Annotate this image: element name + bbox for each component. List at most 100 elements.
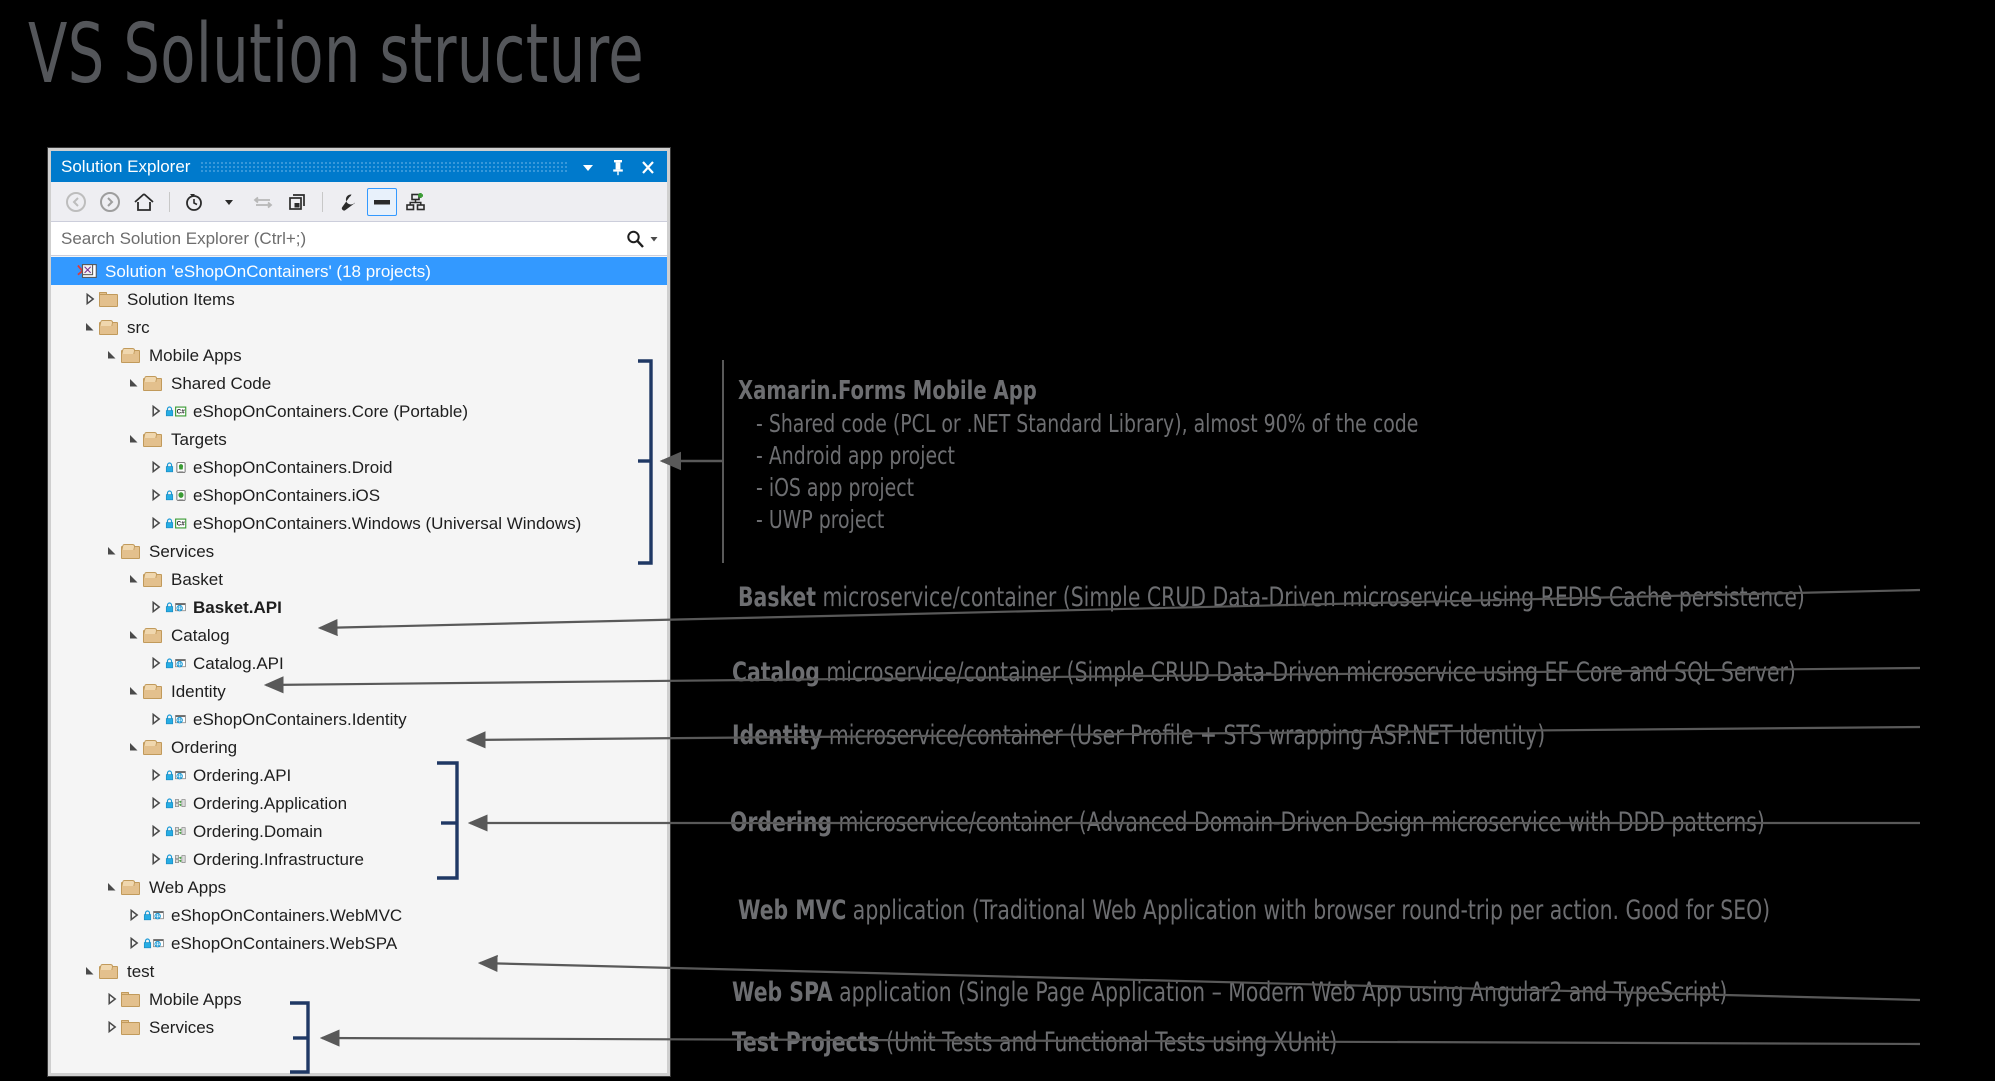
tree-item[interactable]: C#eShopOnContainers.Windows (Universal W… (51, 509, 667, 537)
tree-expander-expanded[interactable] (103, 542, 121, 560)
tree-expander-collapsed[interactable] (147, 766, 165, 784)
tree-expander-collapsed[interactable] (103, 990, 121, 1008)
tree-expander-collapsed[interactable] (125, 934, 143, 952)
tree-item[interactable]: Basket.API (51, 593, 667, 621)
tree-item[interactable]: Identity (51, 677, 667, 705)
solution-explorer-toolbar (51, 182, 667, 222)
window-title: Solution Explorer (61, 156, 191, 176)
class-library-project-icon (165, 849, 187, 869)
tree-expander-collapsed[interactable] (147, 514, 165, 532)
tree-expander-collapsed[interactable] (103, 1018, 121, 1036)
lock-icon (143, 909, 152, 920)
tree-item[interactable]: Basket (51, 565, 667, 593)
tree-expander-expanded[interactable] (81, 962, 99, 980)
tree-expander-expanded[interactable] (125, 626, 143, 644)
tree-item-label: Web Apps (149, 877, 227, 897)
annotation-identity-head: Identity (732, 720, 823, 751)
tree-item[interactable]: Shared Code (51, 369, 667, 397)
folder-open-icon (99, 317, 121, 337)
search-icon[interactable] (624, 228, 659, 250)
home-icon[interactable] (129, 188, 159, 216)
solution-explorer-titlebar: Solution Explorer (51, 151, 667, 182)
tree-item-label: Ordering.Infrastructure (193, 849, 365, 869)
tree-expander-collapsed[interactable] (147, 486, 165, 504)
tree-expander-expanded[interactable] (125, 374, 143, 392)
annotation-webmvc: Web MVC application (Traditional Web App… (738, 894, 1967, 929)
tree-item[interactable]: test (51, 957, 667, 985)
annotation-basket: Basket microservice/container (Simple CR… (738, 581, 1995, 616)
tree-item[interactable]: Catalog (51, 621, 667, 649)
preview-selected-items-icon[interactable] (367, 187, 397, 216)
tree-item[interactable]: Catalog.API (51, 649, 667, 677)
back-icon[interactable] (61, 188, 91, 216)
view-class-diagram-icon[interactable] (401, 188, 431, 216)
tree-expander-expanded[interactable] (125, 570, 143, 588)
tree-item[interactable]: eShopOnContainers.Identity (51, 705, 667, 733)
tree-expander-collapsed[interactable] (147, 710, 165, 728)
forward-icon[interactable] (95, 188, 125, 216)
tree-item[interactable]: Services (51, 537, 667, 565)
tree-expander-expanded[interactable] (103, 878, 121, 896)
tree-item[interactable]: Solution Items (51, 285, 667, 313)
tree-item[interactable]: Ordering.Application (51, 789, 667, 817)
tree-item[interactable]: eShopOnContainers.WebMVC (51, 901, 667, 929)
toolbar-separator-2 (322, 191, 323, 212)
tree-item[interactable]: ⨉Solution 'eShopOnContainers' (18 projec… (51, 257, 667, 285)
lock-icon (165, 797, 174, 808)
solution-tree[interactable]: ⨉Solution 'eShopOnContainers' (18 projec… (51, 256, 667, 1073)
tree-item[interactable]: Ordering.Infrastructure (51, 845, 667, 873)
tree-expander-collapsed[interactable] (147, 654, 165, 672)
tree-expander-collapsed[interactable] (147, 850, 165, 868)
tree-item[interactable]: eShopOnContainers.iOS (51, 481, 667, 509)
web-project-icon (165, 709, 187, 729)
chevron-down-icon[interactable] (579, 157, 597, 177)
tree-expander-collapsed[interactable] (147, 402, 165, 420)
annotation-catalog: Catalog microservice/container (Simple C… (732, 656, 1995, 691)
tree-item[interactable]: Ordering.API (51, 761, 667, 789)
tree-expander-expanded[interactable] (103, 346, 121, 364)
tree-item-label: Ordering.Application (193, 793, 348, 813)
annotation-xamarin-bullet-1: - Android app project (756, 441, 955, 471)
folder-closed-icon (121, 1017, 143, 1037)
tree-item[interactable]: src (51, 313, 667, 341)
search-bar[interactable] (51, 222, 667, 256)
tree-expander-collapsed[interactable] (147, 458, 165, 476)
tree-item[interactable]: Services (51, 1013, 667, 1041)
sync-with-active-document-icon[interactable] (248, 188, 278, 216)
tree-item-label: eShopOnContainers.WebSPA (171, 933, 398, 953)
tree-item-label: Solution Items (127, 289, 235, 309)
tree-item[interactable]: Mobile Apps (51, 341, 667, 369)
tree-expander-collapsed[interactable] (81, 290, 99, 308)
tree-item-label: Catalog.API (193, 653, 284, 673)
tree-item-label: Ordering (171, 737, 238, 757)
svg-text:⨉: ⨉ (83, 266, 91, 275)
tree-expander-expanded[interactable] (81, 318, 99, 336)
tree-expander-collapsed[interactable] (147, 822, 165, 840)
annotation-ordering-rest: microservice/container (Advanced Domain-… (832, 807, 1765, 838)
tree-expander-expanded[interactable] (125, 738, 143, 756)
tree-expander-collapsed[interactable] (125, 906, 143, 924)
search-input[interactable] (61, 228, 624, 249)
annotation-identity-rest: microservice/container (User Profile + S… (822, 720, 1546, 751)
ios-project-icon (165, 485, 187, 505)
tree-expander-collapsed[interactable] (147, 598, 165, 616)
tree-expander-expanded[interactable] (125, 430, 143, 448)
annotation-basket-head: Basket (738, 582, 817, 613)
tree-item[interactable]: Targets (51, 425, 667, 453)
tree-item[interactable]: Web Apps (51, 873, 667, 901)
properties-icon[interactable] (333, 188, 363, 216)
pending-changes-icon[interactable] (180, 188, 210, 216)
tree-item[interactable]: Mobile Apps (51, 985, 667, 1013)
chevron-down-icon-toolbar[interactable] (214, 188, 244, 216)
tree-item[interactable]: Ordering.Domain (51, 817, 667, 845)
pin-icon[interactable] (609, 157, 627, 177)
tree-expander-expanded[interactable] (125, 682, 143, 700)
tree-item[interactable]: Ordering (51, 733, 667, 761)
tree-item[interactable]: C#eShopOnContainers.Core (Portable) (51, 397, 667, 425)
close-icon[interactable] (639, 157, 657, 177)
show-all-files-icon[interactable] (282, 188, 312, 216)
tree-item[interactable]: eShopOnContainers.WebSPA (51, 929, 667, 957)
tree-expander-collapsed[interactable] (147, 794, 165, 812)
tree-item[interactable]: eShopOnContainers.Droid (51, 453, 667, 481)
folder-open-icon (99, 961, 121, 981)
